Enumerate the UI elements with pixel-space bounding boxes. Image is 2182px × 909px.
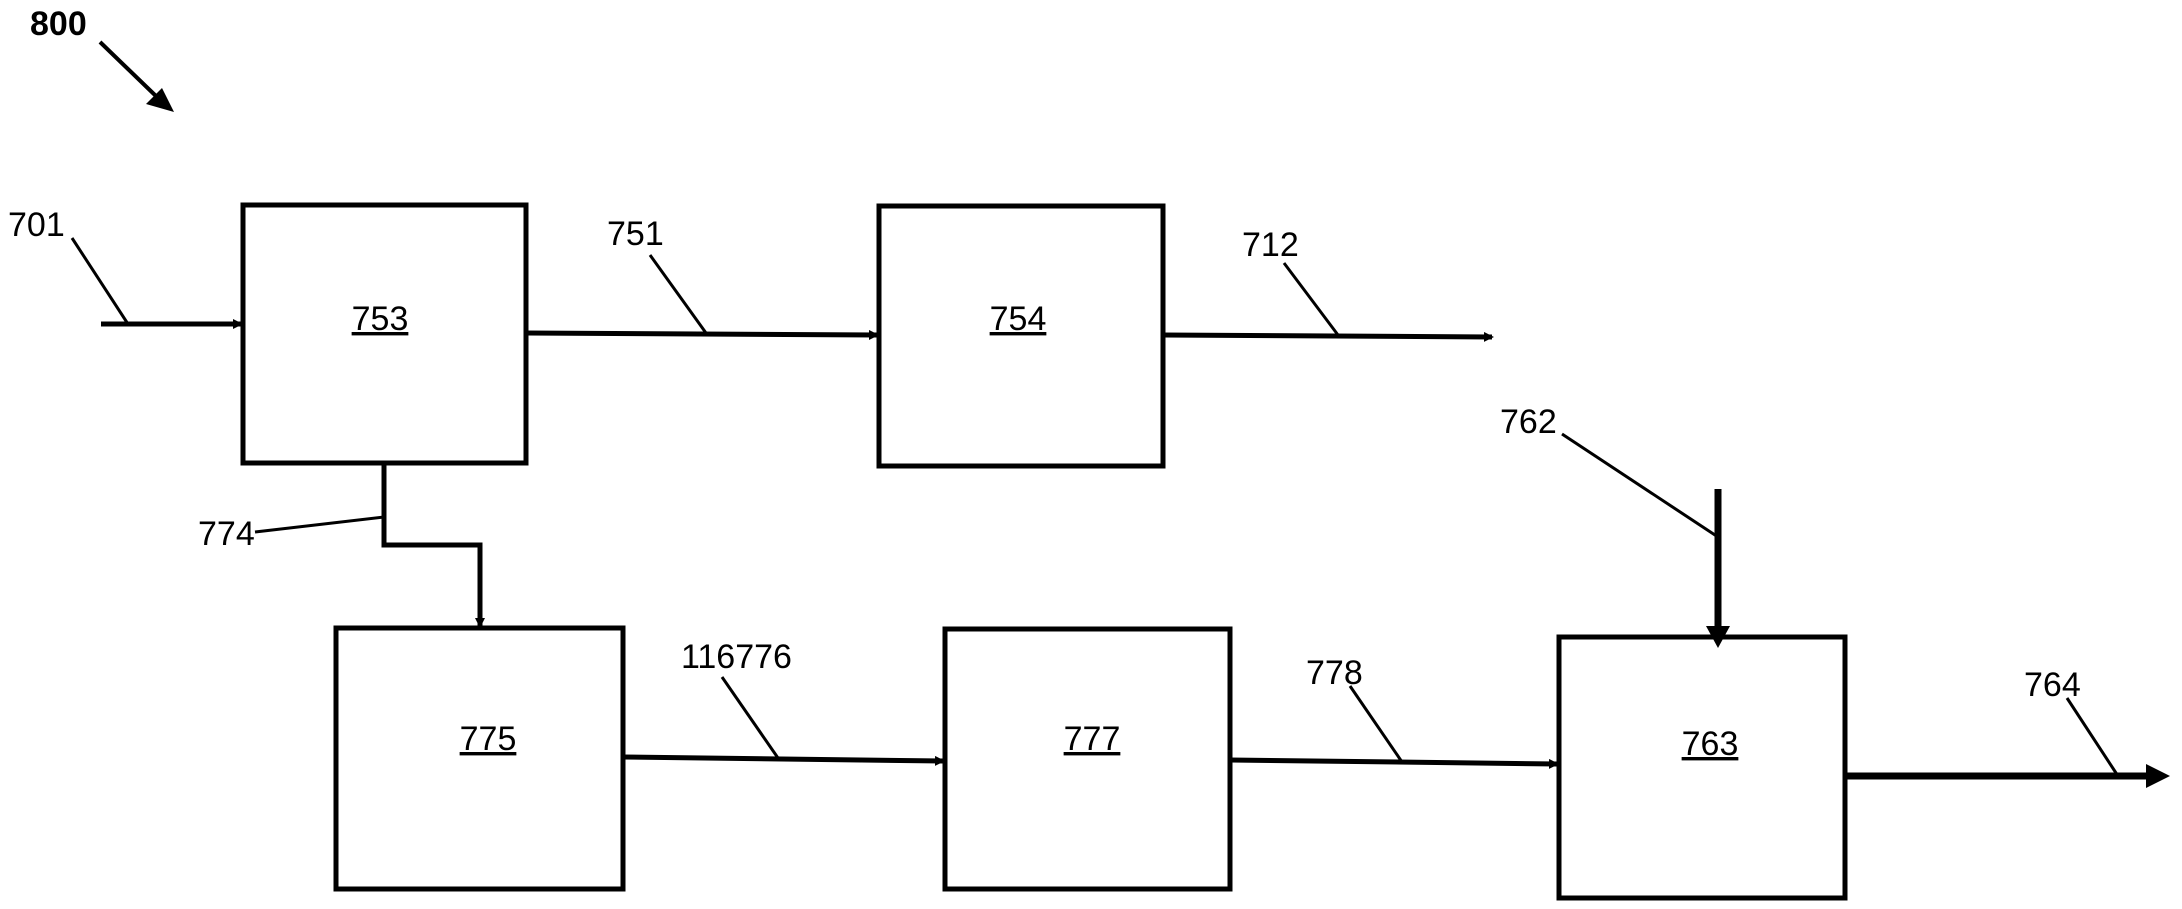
stream-764: 764	[1845, 666, 2170, 788]
stream-774-label: 774	[198, 515, 255, 553]
figure-pointer-arrowhead	[146, 88, 174, 112]
block-754-label: 754	[990, 300, 1047, 338]
stream-701: 701	[8, 206, 243, 329]
stream-778-label: 778	[1306, 654, 1363, 692]
stream-774: 774	[198, 463, 485, 628]
stream-116776: 116776	[622, 638, 945, 766]
figure-label: 800	[30, 5, 87, 43]
block-763-label: 763	[1682, 725, 1739, 763]
stream-751-label: 751	[607, 215, 664, 253]
block-763: 763	[1556, 634, 1848, 901]
stream-764-arrowhead	[2146, 764, 2170, 788]
stream-762-label: 762	[1500, 403, 1557, 441]
stream-701-label: 701	[8, 206, 65, 244]
stream-762: 762	[1500, 403, 1730, 648]
stream-764-label: 764	[2024, 666, 2081, 704]
block-753-label: 753	[352, 300, 409, 338]
block-775-label: 775	[460, 720, 517, 758]
stream-751: 751	[525, 215, 879, 340]
block-753: 753	[240, 202, 529, 466]
block-777: 777	[942, 626, 1233, 892]
stream-712: 712	[1162, 226, 1494, 342]
stream-778: 778	[1229, 654, 1559, 769]
block-754: 754	[876, 203, 1166, 469]
block-777-label: 777	[1064, 720, 1121, 758]
figure-pointer-arrow	[98, 40, 160, 100]
block-775: 775	[333, 625, 626, 892]
stream-116776-label: 116776	[681, 638, 792, 676]
stream-762-arrowhead	[1706, 626, 1730, 648]
stream-712-label: 712	[1242, 226, 1299, 264]
